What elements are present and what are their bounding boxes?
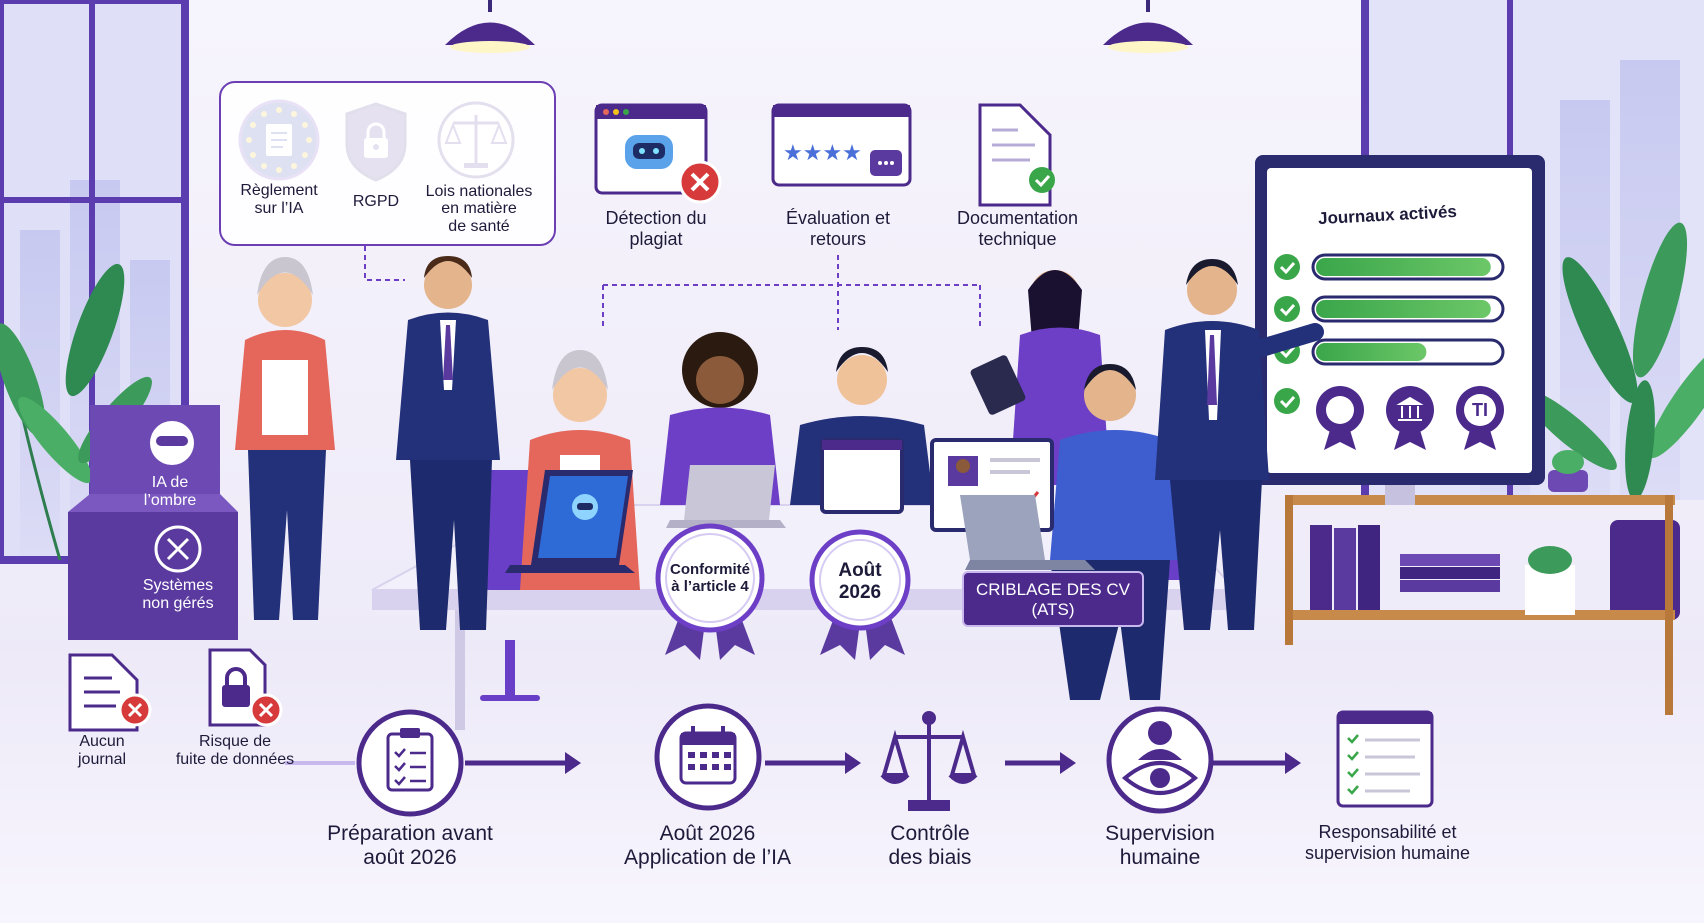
health-laws-label: Lois nationales en matière de santé — [425, 183, 533, 235]
timeline-step-human-oversight: Supervision humaine — [1105, 822, 1215, 870]
risk-boxes — [68, 405, 238, 640]
checklist-window-icon — [1336, 710, 1434, 808]
article4-badge-label: Conformité à l’article 4 — [670, 561, 750, 596]
evaluation-label: Évaluation et retours — [785, 208, 891, 249]
svg-text:★★★★: ★★★★ — [783, 141, 862, 166]
shadow-ai-label: IA de l’ombre — [143, 474, 197, 510]
person-man-suit-presenter — [1155, 259, 1324, 630]
document-error-icon — [68, 653, 152, 732]
person-older-woman-standing — [235, 257, 335, 620]
ats-banner: CRIBLAGE DES CV (ATS) — [962, 571, 1144, 627]
balance-scale-icon — [880, 711, 978, 811]
timeline-step-accountability: Responsabilité et supervision humaine — [1304, 822, 1471, 863]
check-icon — [1274, 254, 1300, 280]
lock-error-icon — [208, 648, 283, 727]
document-check-icon — [978, 103, 1055, 207]
documentation-label: Documentation technique — [956, 208, 1079, 249]
log-bar-fill — [1316, 258, 1491, 276]
gdpr-label: RGPD — [352, 193, 400, 210]
timeline-step-preparation: Préparation avant août 2026 — [327, 822, 493, 870]
ti-seal-text: TI — [1472, 400, 1488, 420]
person-young-man-tablet — [790, 347, 934, 514]
data-leak-label: Risque de fuite de données — [175, 733, 295, 769]
clipboard-checklist-icon — [356, 709, 464, 817]
bookshelf — [1285, 450, 1675, 715]
unmanaged-systems-label: Systèmes non gérés — [142, 577, 214, 613]
plant-right-icon — [1523, 222, 1704, 620]
timeline-step-application: Août 2026 Application de l’IA — [624, 822, 791, 870]
close-circle-icon — [154, 525, 202, 573]
log-bars — [1274, 254, 1300, 414]
robot-window-icon — [594, 103, 722, 204]
calendar-icon — [654, 703, 762, 811]
check-icon — [1274, 388, 1300, 414]
regulation-frame — [219, 81, 556, 246]
mask-icon — [150, 421, 194, 465]
check-icon — [1274, 296, 1300, 322]
august-badge-label: Août 2026 — [838, 560, 882, 603]
laptop-typing — [960, 495, 1095, 570]
eye-person-icon — [1106, 706, 1214, 814]
eu-ai-act-label: Règlement sur l’IA — [240, 182, 318, 218]
robot-laptop-icon — [505, 470, 635, 573]
review-stars-icon: ★★★★ — [771, 103, 912, 187]
conformity-badge-icon — [655, 523, 765, 660]
log-bar-fill — [1316, 300, 1491, 318]
seal-badges — [1316, 386, 1504, 450]
timeline-arrows — [285, 752, 1301, 774]
timeline-step-bias-control: Contrôle des biais — [888, 822, 972, 870]
log-bar-fill — [1316, 343, 1427, 361]
person-man-suit-left — [396, 256, 500, 630]
plagiarism-label: Détection du plagiat — [605, 208, 707, 249]
connector-lines — [364, 246, 981, 330]
august-badge-icon — [809, 529, 911, 660]
no-log-label: Aucun journal — [77, 733, 127, 769]
ceiling-lamp-icon — [445, 0, 1193, 53]
